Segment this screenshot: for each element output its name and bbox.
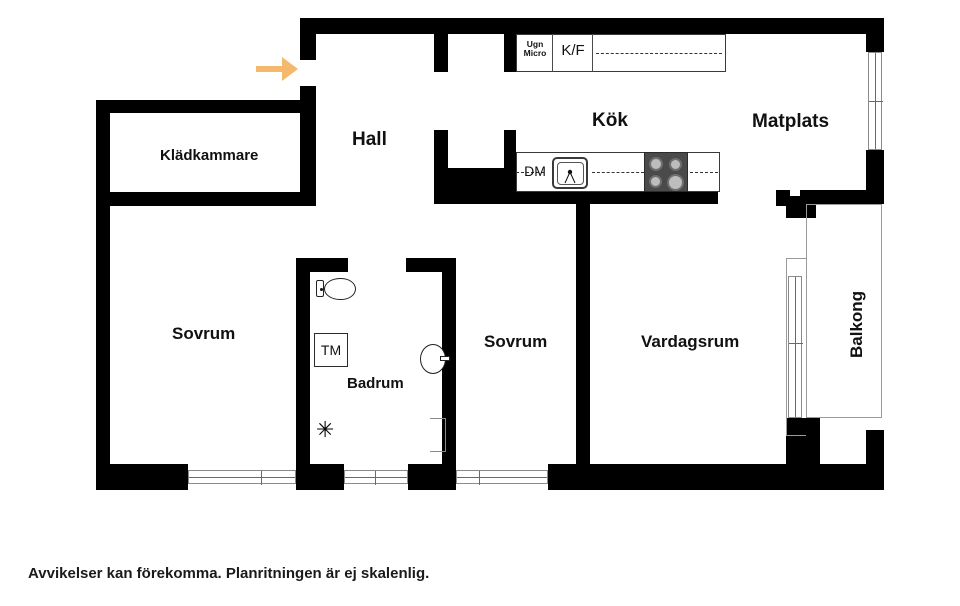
room-label-hall: Hall <box>352 129 387 150</box>
washing-machine-label: TM <box>320 342 342 358</box>
wall-sovrum-vardagsrum-divider <box>576 190 590 474</box>
wall-hall-left-lower <box>300 86 316 204</box>
room-label-kladkammare: Klädkammare <box>160 147 259 164</box>
wall-kladkammare-bottom <box>96 192 248 206</box>
burner-4 <box>667 174 684 191</box>
exterior-wall-balcony-top-return <box>800 190 884 204</box>
kitchen-counter-centerline-1 <box>592 172 644 173</box>
wall-kok-pantry-stub <box>504 34 516 72</box>
sink-tap-icon <box>564 169 576 184</box>
bathroom-sink-tap <box>440 356 450 361</box>
wall-balcony-door-jamb-bottom <box>786 418 820 474</box>
balcony-door-recess <box>786 258 806 436</box>
wall-kitchen-return <box>504 130 516 172</box>
room-label-matplats: Matplats <box>752 111 830 132</box>
wall-badrum-left <box>296 258 310 490</box>
exterior-wall-left <box>96 192 110 478</box>
wall-hall-kok-stub-upper <box>434 34 448 72</box>
fridge-freezer-label: K/F <box>561 42 585 59</box>
entrance-arrow-icon <box>254 52 300 86</box>
wall-hall-right <box>434 130 448 204</box>
window-sovrum-left <box>188 470 296 485</box>
dishwasher-label: DM <box>524 163 546 179</box>
window-matplats-right <box>868 52 883 150</box>
burner-3 <box>649 175 662 188</box>
wall-hall-opening-stub <box>248 192 284 206</box>
window-sovrum-mid <box>456 470 548 485</box>
exterior-wall-bottom-seg1 <box>96 464 188 490</box>
room-label-badrum: Badrum <box>347 375 404 392</box>
kitchen-divider-fridge-counter <box>592 34 593 72</box>
wall-matplats-right-stub <box>776 190 790 206</box>
stove-hob <box>644 152 688 192</box>
wall-balcony-door-jamb-top <box>786 196 816 218</box>
burner-1 <box>649 157 663 171</box>
burner-2 <box>669 158 682 171</box>
room-label-kok: Kök <box>592 110 628 131</box>
balcony-outline <box>806 204 882 418</box>
toilet-bowl <box>324 278 356 300</box>
oven-label: Ugn <box>526 39 544 49</box>
exterior-wall-bottom-seg4 <box>548 464 884 490</box>
disclaimer-note: Avvikelser kan förekomma. Planritningen … <box>28 565 430 582</box>
wall-kitchen-peninsula <box>434 168 532 192</box>
exterior-wall-right-upper-stub <box>866 18 884 52</box>
dishwasher-lead-line-left <box>516 172 544 173</box>
room-label-sovrum-mid: Sovrum <box>484 332 548 351</box>
toilet-flush-dot <box>320 288 323 291</box>
room-label-sovrum-left: Sovrum <box>172 324 236 343</box>
floor-drain-icon: ✳ <box>316 418 335 443</box>
wall-kladkammare-left <box>96 100 110 206</box>
sink-basin <box>556 161 584 185</box>
window-badrum <box>344 470 408 485</box>
kitchen-upper-counter-centerline <box>596 53 722 54</box>
room-label-vardagsrum: Vardagsrum <box>641 332 740 351</box>
kitchen-counter-centerline-2 <box>690 172 718 173</box>
wall-kladkammare-bottom-right-stub <box>284 192 316 206</box>
exterior-wall-right-lower <box>866 430 884 490</box>
wall-badrum-top-left <box>296 258 348 272</box>
exterior-wall-right-mid <box>866 150 884 202</box>
room-label-balkong: Balkong <box>847 290 866 358</box>
bathroom-door-opening <box>430 418 446 452</box>
kitchen-divider-oven-fridge <box>552 34 553 72</box>
oven-micro-label: Ugn Micro <box>518 40 552 58</box>
wall-hall-left-upper <box>300 18 316 60</box>
washing-machine-box <box>314 333 348 367</box>
micro-label: Micro <box>523 47 547 58</box>
balcony-door[interactable] <box>788 276 803 418</box>
exterior-wall-top <box>300 18 884 34</box>
wall-kladkammare-top <box>96 100 316 113</box>
